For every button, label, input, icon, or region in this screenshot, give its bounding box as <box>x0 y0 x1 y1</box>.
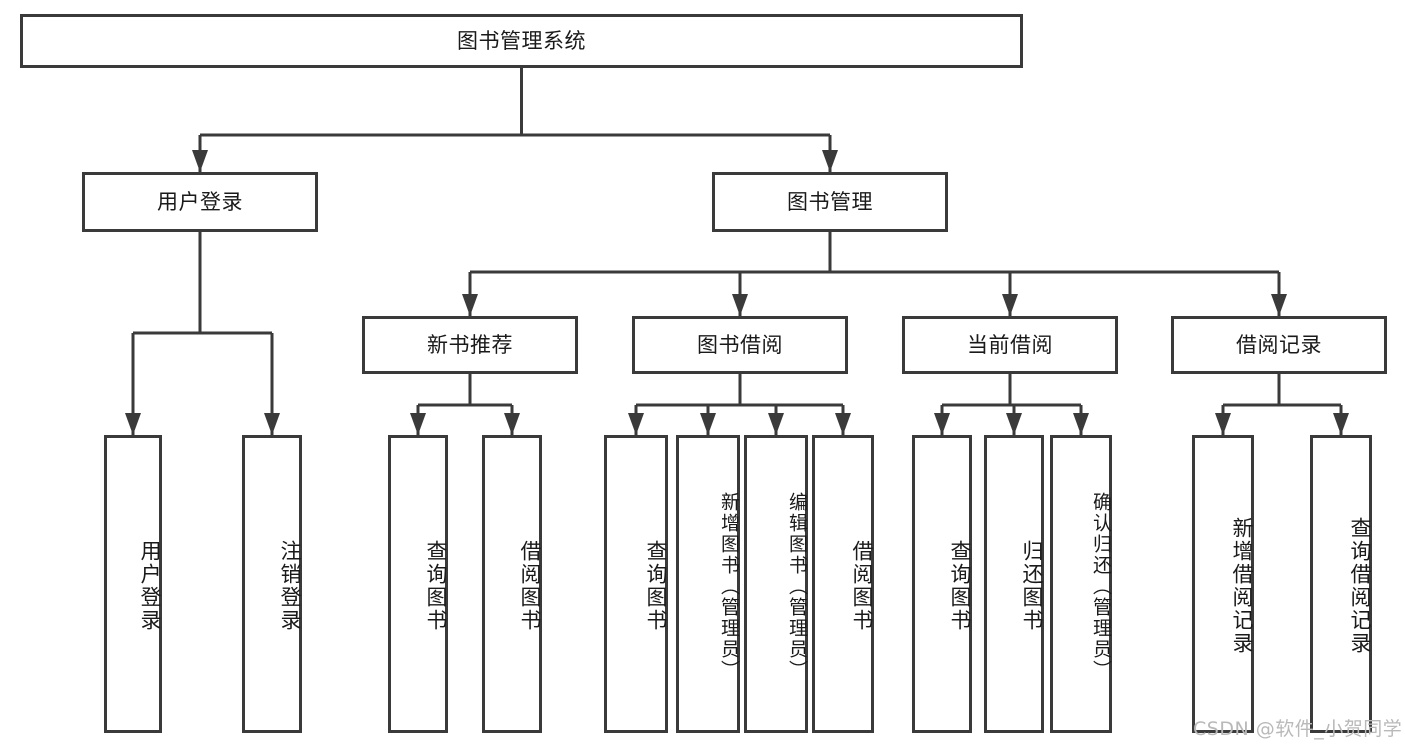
arrowhead-leaf-query-book-current <box>934 413 950 435</box>
node-box-leaf-query-book-current <box>912 435 972 733</box>
box-layer <box>20 14 1387 733</box>
arrowhead-leaf-edit-book <box>768 413 784 435</box>
arrowhead-current-borrow <box>1002 294 1018 316</box>
node-box-leaf-edit-book <box>744 435 808 733</box>
arrowhead-borrow-record <box>1271 294 1287 316</box>
node-box-user-login <box>82 172 318 232</box>
node-box-leaf-query-borrow-record <box>1310 435 1372 733</box>
arrowhead-leaf-query-book-recommend <box>410 413 426 435</box>
arrowhead-leaf-add-book <box>700 413 716 435</box>
arrowhead-leaf-add-borrow-record <box>1215 413 1231 435</box>
node-box-leaf-confirm-return <box>1050 435 1112 733</box>
arrowhead-leaf-user-login <box>125 413 141 435</box>
arrowhead-leaf-logout <box>264 413 280 435</box>
arrowhead-user-login <box>192 150 208 172</box>
arrowhead-leaf-query-book-borrow <box>628 413 644 435</box>
arrowhead-leaf-borrow-book-recommend <box>504 413 520 435</box>
node-box-root <box>20 14 1023 68</box>
arrowhead-leaf-confirm-return <box>1073 413 1089 435</box>
connector-layer <box>125 68 1349 435</box>
node-box-leaf-query-book-borrow <box>604 435 668 733</box>
arrowhead-leaf-borrow-book <box>835 413 851 435</box>
node-box-book-manage <box>712 172 948 232</box>
arrowhead-leaf-return-book <box>1006 413 1022 435</box>
node-box-leaf-query-book-recommend <box>388 435 448 733</box>
node-box-leaf-borrow-book <box>812 435 874 733</box>
node-box-leaf-logout <box>242 435 302 733</box>
arrowhead-book-borrow <box>732 294 748 316</box>
csdn-watermark: CSDN @软件_小贺同学 <box>1193 718 1403 740</box>
node-box-leaf-user-login <box>104 435 162 733</box>
node-box-borrow-record <box>1171 316 1387 374</box>
arrowhead-book-manage <box>822 150 838 172</box>
node-box-leaf-return-book <box>984 435 1044 733</box>
node-box-leaf-add-borrow-record <box>1192 435 1254 733</box>
arrowhead-leaf-query-borrow-record <box>1333 413 1349 435</box>
node-box-book-borrow <box>632 316 848 374</box>
node-box-leaf-borrow-book-recommend <box>482 435 542 733</box>
arrowhead-new-book-recommend <box>462 294 478 316</box>
node-box-leaf-add-book <box>676 435 740 733</box>
node-box-current-borrow <box>902 316 1118 374</box>
node-box-new-book-recommend <box>362 316 578 374</box>
